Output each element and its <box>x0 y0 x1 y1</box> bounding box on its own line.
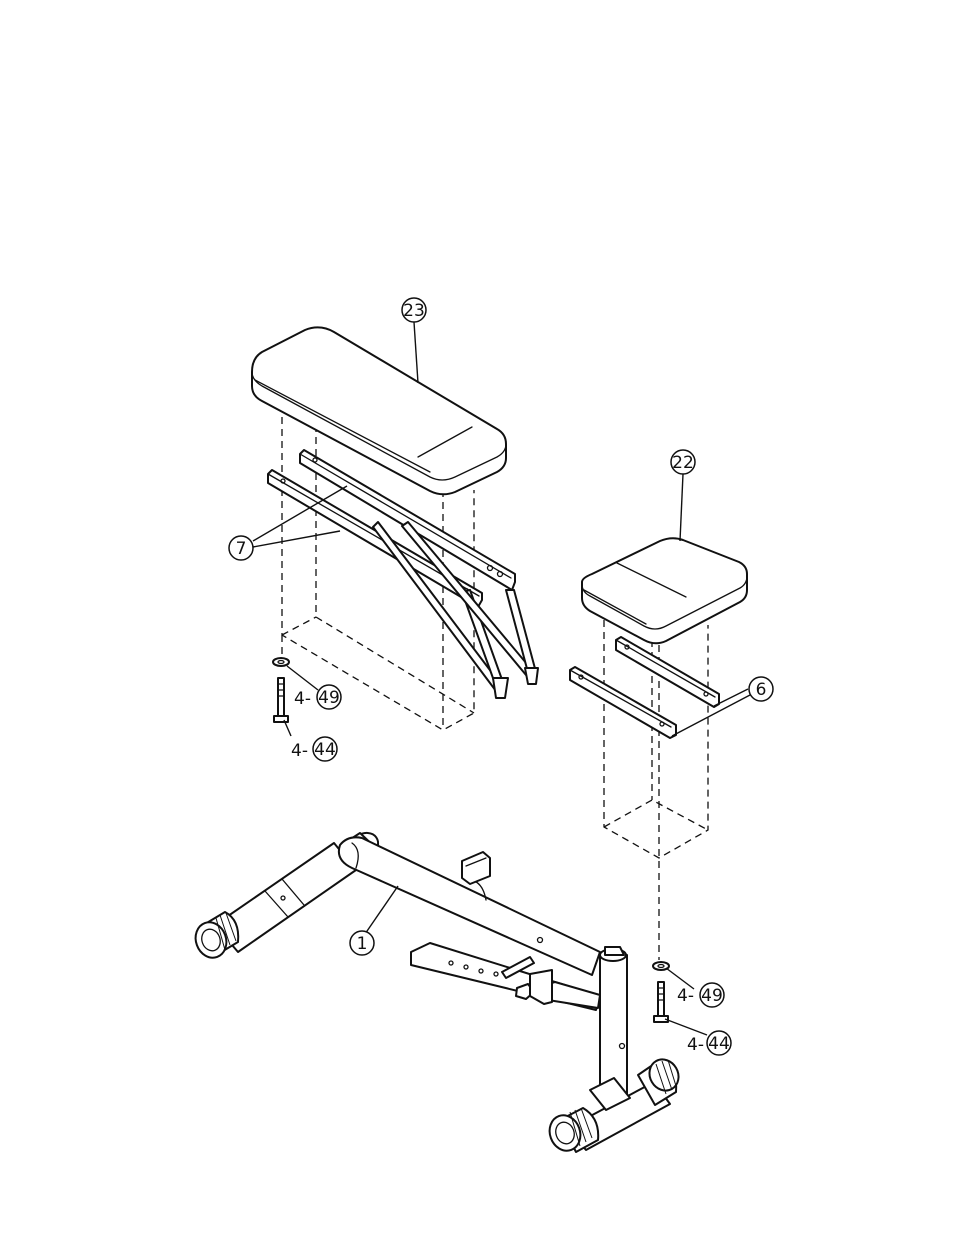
seat-bracket-large <box>268 450 538 698</box>
svg-text:44: 44 <box>314 740 336 760</box>
svg-text:44: 44 <box>708 1034 730 1054</box>
callout-6: 6 <box>749 677 773 701</box>
svg-text:7: 7 <box>236 539 247 559</box>
callout-7: 7 <box>229 536 253 560</box>
svg-text:4-: 4- <box>294 689 311 709</box>
svg-text:23: 23 <box>403 301 425 321</box>
callout-4-49-left: 4- 49 <box>294 685 341 709</box>
main-frame <box>191 828 684 1155</box>
svg-text:1: 1 <box>357 934 368 954</box>
svg-text:49: 49 <box>701 986 723 1006</box>
svg-text:4-: 4- <box>677 986 694 1006</box>
callout-23: 23 <box>402 298 426 322</box>
bolt-set-left <box>273 658 289 722</box>
seat-pad-small <box>582 538 747 643</box>
callout-4-44-left: 4- 44 <box>291 737 337 761</box>
svg-text:49: 49 <box>318 688 340 708</box>
seat-pad-large <box>252 327 506 494</box>
svg-text:4-: 4- <box>291 741 308 761</box>
callout-22: 22 <box>671 450 695 474</box>
callout-4-44-right: 4- 44 <box>687 1031 731 1055</box>
callout-1: 1 <box>350 931 374 955</box>
svg-text:6: 6 <box>756 680 767 700</box>
bolt-set-right <box>653 962 669 1022</box>
callout-4-49-right: 4- 49 <box>677 983 724 1007</box>
svg-text:4-: 4- <box>687 1035 704 1055</box>
svg-text:22: 22 <box>672 453 694 473</box>
